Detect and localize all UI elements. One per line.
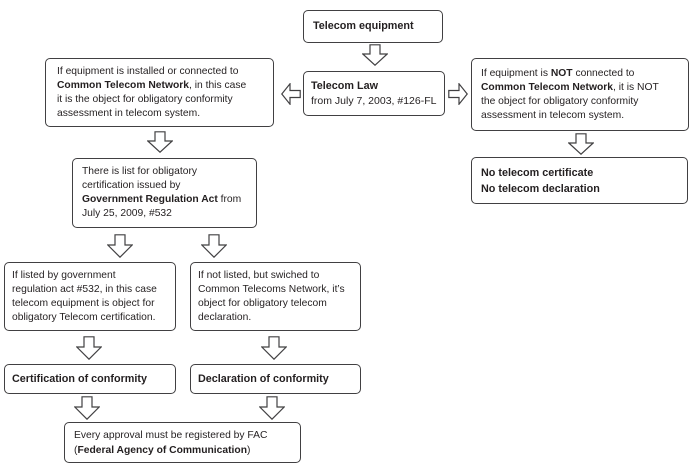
text-segment: July 25, 2009, #532 <box>82 208 172 219</box>
text-segment: Telecom Law <box>311 79 379 92</box>
text-segment: If equipment is installed or connected t… <box>57 65 239 77</box>
text-segment: Certification of conformity <box>12 372 147 385</box>
text-segment: ) <box>246 444 251 456</box>
text-segment: Every approval must be registered by FAC <box>74 429 268 441</box>
text-segment: If not listed, but swiched to <box>198 269 320 281</box>
arrow-not-connected-to-no-telecom-icon <box>568 133 594 155</box>
box-if-listed: If listed by government regulation act #5… <box>4 262 176 331</box>
arrow-declaration-to-registration-icon <box>259 396 285 420</box>
arrow-equipment-to-law-icon <box>362 44 388 66</box>
box-if-not-listed: If not listed, but swiched to Common Tele… <box>190 262 361 331</box>
arrow-law-to-connected-icon <box>281 83 301 105</box>
text-segment: Common Telecom Network <box>481 81 613 93</box>
arrow-law-to-not-connected-icon <box>448 83 468 105</box>
box-fac-registration: Every approval must be registered by FAC… <box>64 422 301 463</box>
text-segment: the object for obligatory conformity <box>481 95 639 107</box>
text-segment: , it is NOT <box>612 81 659 93</box>
box-obligatory-certification-list: There is list for obligatory certificatio… <box>72 158 257 228</box>
text-segment: regulation act #532, in this case <box>12 283 157 295</box>
text-segment: assessment in telecom system. <box>57 107 201 119</box>
text-segment: connected to <box>572 67 635 79</box>
text-segment: Common Telecoms Network, it’s <box>198 283 345 295</box>
text-segment: Federal Agency of Communication <box>77 444 247 456</box>
arrow-list-to-if-not-listed-icon <box>201 234 227 258</box>
box-telecom-equipment: Telecom equipment <box>303 10 443 43</box>
text-segment: from July 7, 2003, #126-FL <box>311 94 437 107</box>
box-not-connected-condition: If equipment is NOT connected to Common T… <box>471 58 689 131</box>
box-connected-condition: If equipment is installed or connected t… <box>45 58 274 127</box>
box-certification-of-conformity: Certification of conformity <box>4 364 176 394</box>
text-segment: NOT <box>550 67 573 79</box>
text-segment: Telecom equipment <box>313 20 414 32</box>
text-segment: Declaration of conformity <box>198 372 329 385</box>
text-segment: No telecom declaration <box>481 182 600 195</box>
text-segment: assessment in telecom system. <box>481 109 625 121</box>
text-segment: No telecom certificate <box>481 166 594 179</box>
text-segment: Common Telecom Network <box>57 79 189 91</box>
text-segment: from <box>217 194 242 205</box>
text-segment: , in this case <box>188 79 247 91</box>
box-no-telecom-certificate: No telecom certificate No telecom declara… <box>471 157 688 204</box>
text-segment: object for obligatory telecom <box>198 297 327 309</box>
text-segment: There is list for obligatory <box>82 166 198 177</box>
text-segment: If equipment is <box>481 67 551 79</box>
arrow-list-to-if-listed-icon <box>107 234 133 258</box>
text-segment: it is the object for obligatory conformi… <box>57 93 233 105</box>
text-segment: ( <box>74 444 78 456</box>
arrow-certification-to-registration-icon <box>74 396 100 420</box>
arrow-if-listed-to-certification-icon <box>76 336 102 360</box>
text-segment: obligatory Telecom certification. <box>12 311 156 323</box>
text-segment: If listed by government <box>12 269 116 281</box>
box-declaration-of-conformity: Declaration of conformity <box>190 364 361 394</box>
text-segment: Government Regulation Act <box>82 194 218 205</box>
text-segment: certification issued by <box>82 180 181 191</box>
arrow-if-not-listed-to-declaration-icon <box>261 336 287 360</box>
arrow-connected-to-list-icon <box>147 131 173 153</box>
text-segment: declaration. <box>198 311 252 323</box>
box-telecom-law: Telecom Law from July 7, 2003, #126-FL <box>303 71 445 116</box>
text-segment: telecom equipment is object for <box>12 297 155 309</box>
